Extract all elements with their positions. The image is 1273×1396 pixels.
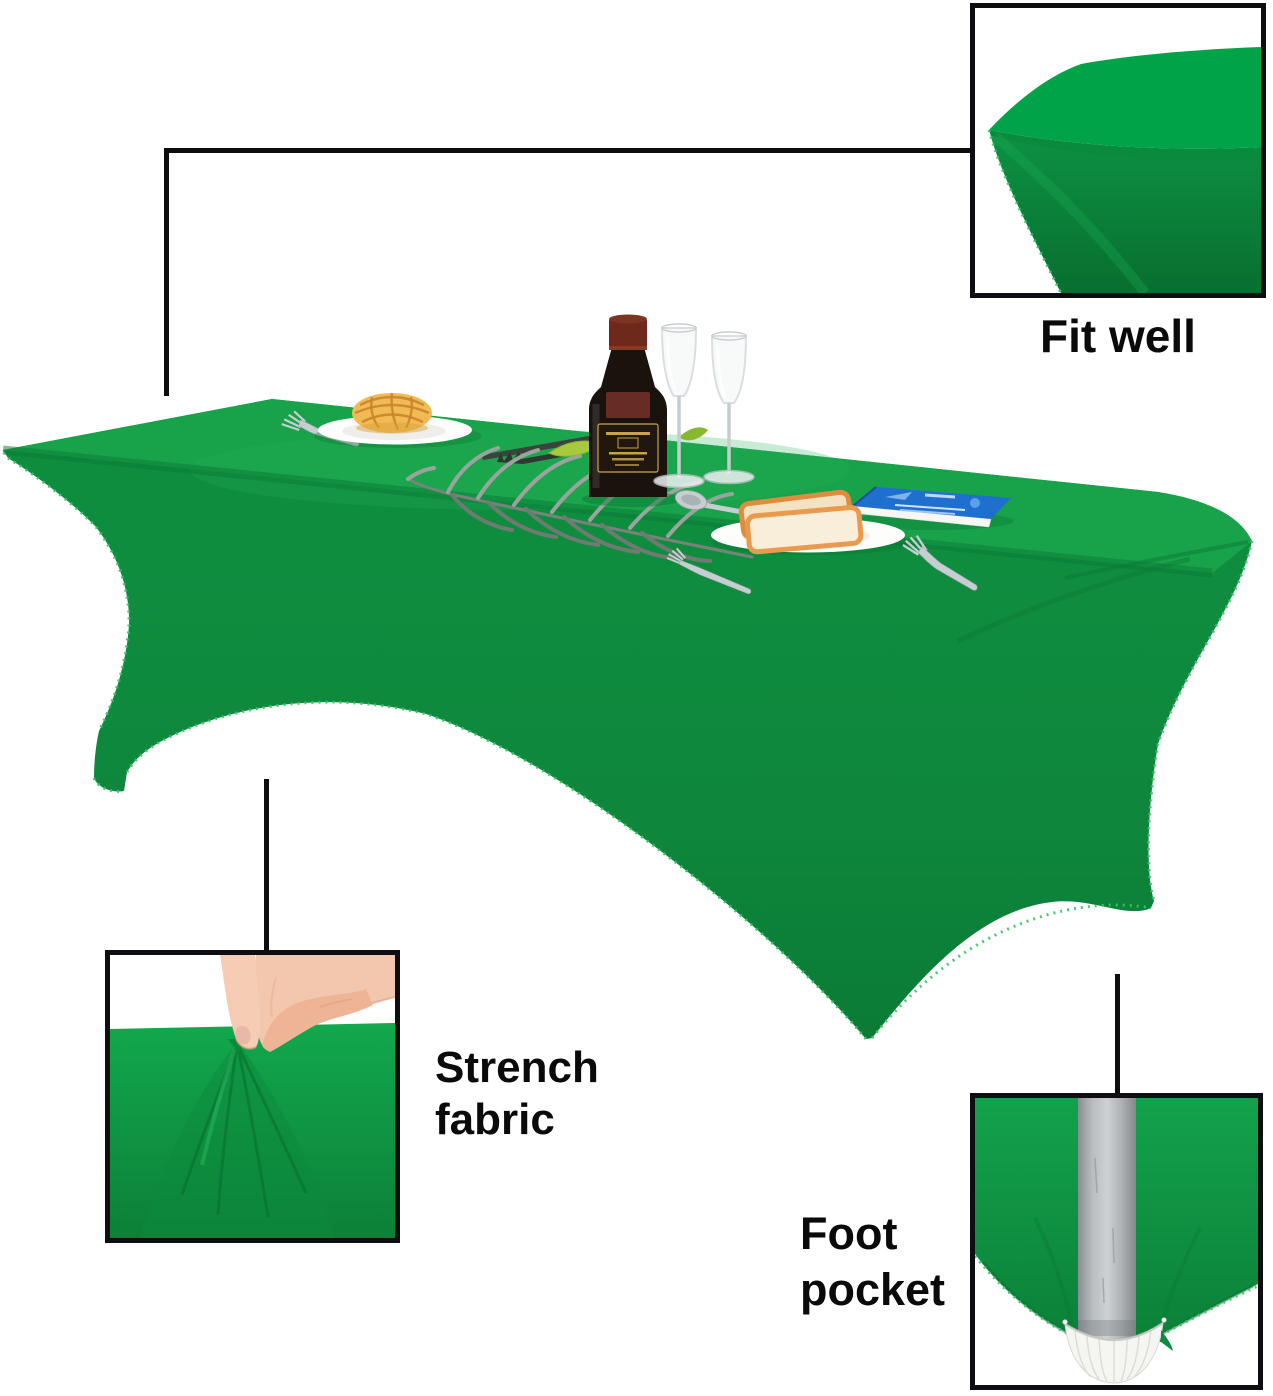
plate-left [314, 392, 482, 448]
corner-top-surface [989, 47, 1261, 149]
pinching-hand [220, 955, 395, 1052]
stretch-fabric-line2: fabric [435, 1095, 555, 1144]
champagne-glass-back [703, 331, 755, 485]
champagne-glass-front [653, 323, 705, 489]
foot-pocket-closeup [975, 1098, 1258, 1384]
inset-fit-well-photo [970, 3, 1266, 298]
stretch-fabric-line1: Strench [435, 1043, 599, 1092]
stitch-right [1161, 1317, 1167, 1323]
thumb [220, 955, 260, 1049]
stretch-fabric-label: Strench fabric [435, 1042, 599, 1146]
table-leg-pole [1078, 1098, 1136, 1340]
foot-pocket-line2: pocket [800, 1264, 946, 1315]
fork-right [902, 534, 978, 591]
table-front-edge [2, 445, 1213, 578]
pinch-cone-shade [140, 1041, 335, 1238]
hem-fringe [975, 1255, 1258, 1337]
stitch-left [1062, 1319, 1068, 1325]
champagne-glasses [653, 323, 755, 489]
tablecloth [2, 399, 1254, 1040]
corner-edge-band [989, 130, 1261, 161]
plate-right [711, 489, 912, 555]
drape-shading [3, 399, 1252, 1039]
table-corner-closeup [987, 47, 1261, 293]
toast-slices [738, 489, 864, 555]
connector-line-foot-pocket [1115, 974, 1120, 1094]
fork-center [666, 547, 752, 594]
pineapple-bun [352, 392, 432, 434]
fabric-tip-right [1161, 1330, 1173, 1351]
fit-well-label: Fit well [1040, 310, 1196, 362]
fabric-highlight [200, 1040, 239, 1166]
fabric-pinch-closeup [110, 955, 395, 1238]
foot-pocket-cup [1062, 1317, 1167, 1384]
foot-pocket-label: Foot pocket [800, 1206, 945, 1318]
connector-line-fit-well-horizontal [164, 148, 975, 153]
foot-pocket-line1: Foot [800, 1208, 898, 1259]
inset-stretch-fabric-photo [105, 950, 400, 1243]
connector-line-stretch-fabric [264, 779, 269, 951]
inset-foot-pocket-photo [970, 1093, 1263, 1390]
fringe-edges [7, 456, 1254, 1040]
pocket-ribs [1074, 1328, 1152, 1382]
cloth-crease-right [956, 556, 1191, 644]
connector-line-fit-well-vertical [164, 148, 169, 396]
blue-book [850, 486, 1014, 530]
index-finger [262, 989, 373, 1052]
wine-bottle [582, 314, 682, 507]
corner-side-face [989, 130, 1261, 293]
cloth-crease-corner [1064, 540, 1249, 580]
garnish-leaf-right [679, 427, 708, 441]
thumbnail [235, 1025, 251, 1045]
corner-fold-highlight [991, 132, 1149, 293]
